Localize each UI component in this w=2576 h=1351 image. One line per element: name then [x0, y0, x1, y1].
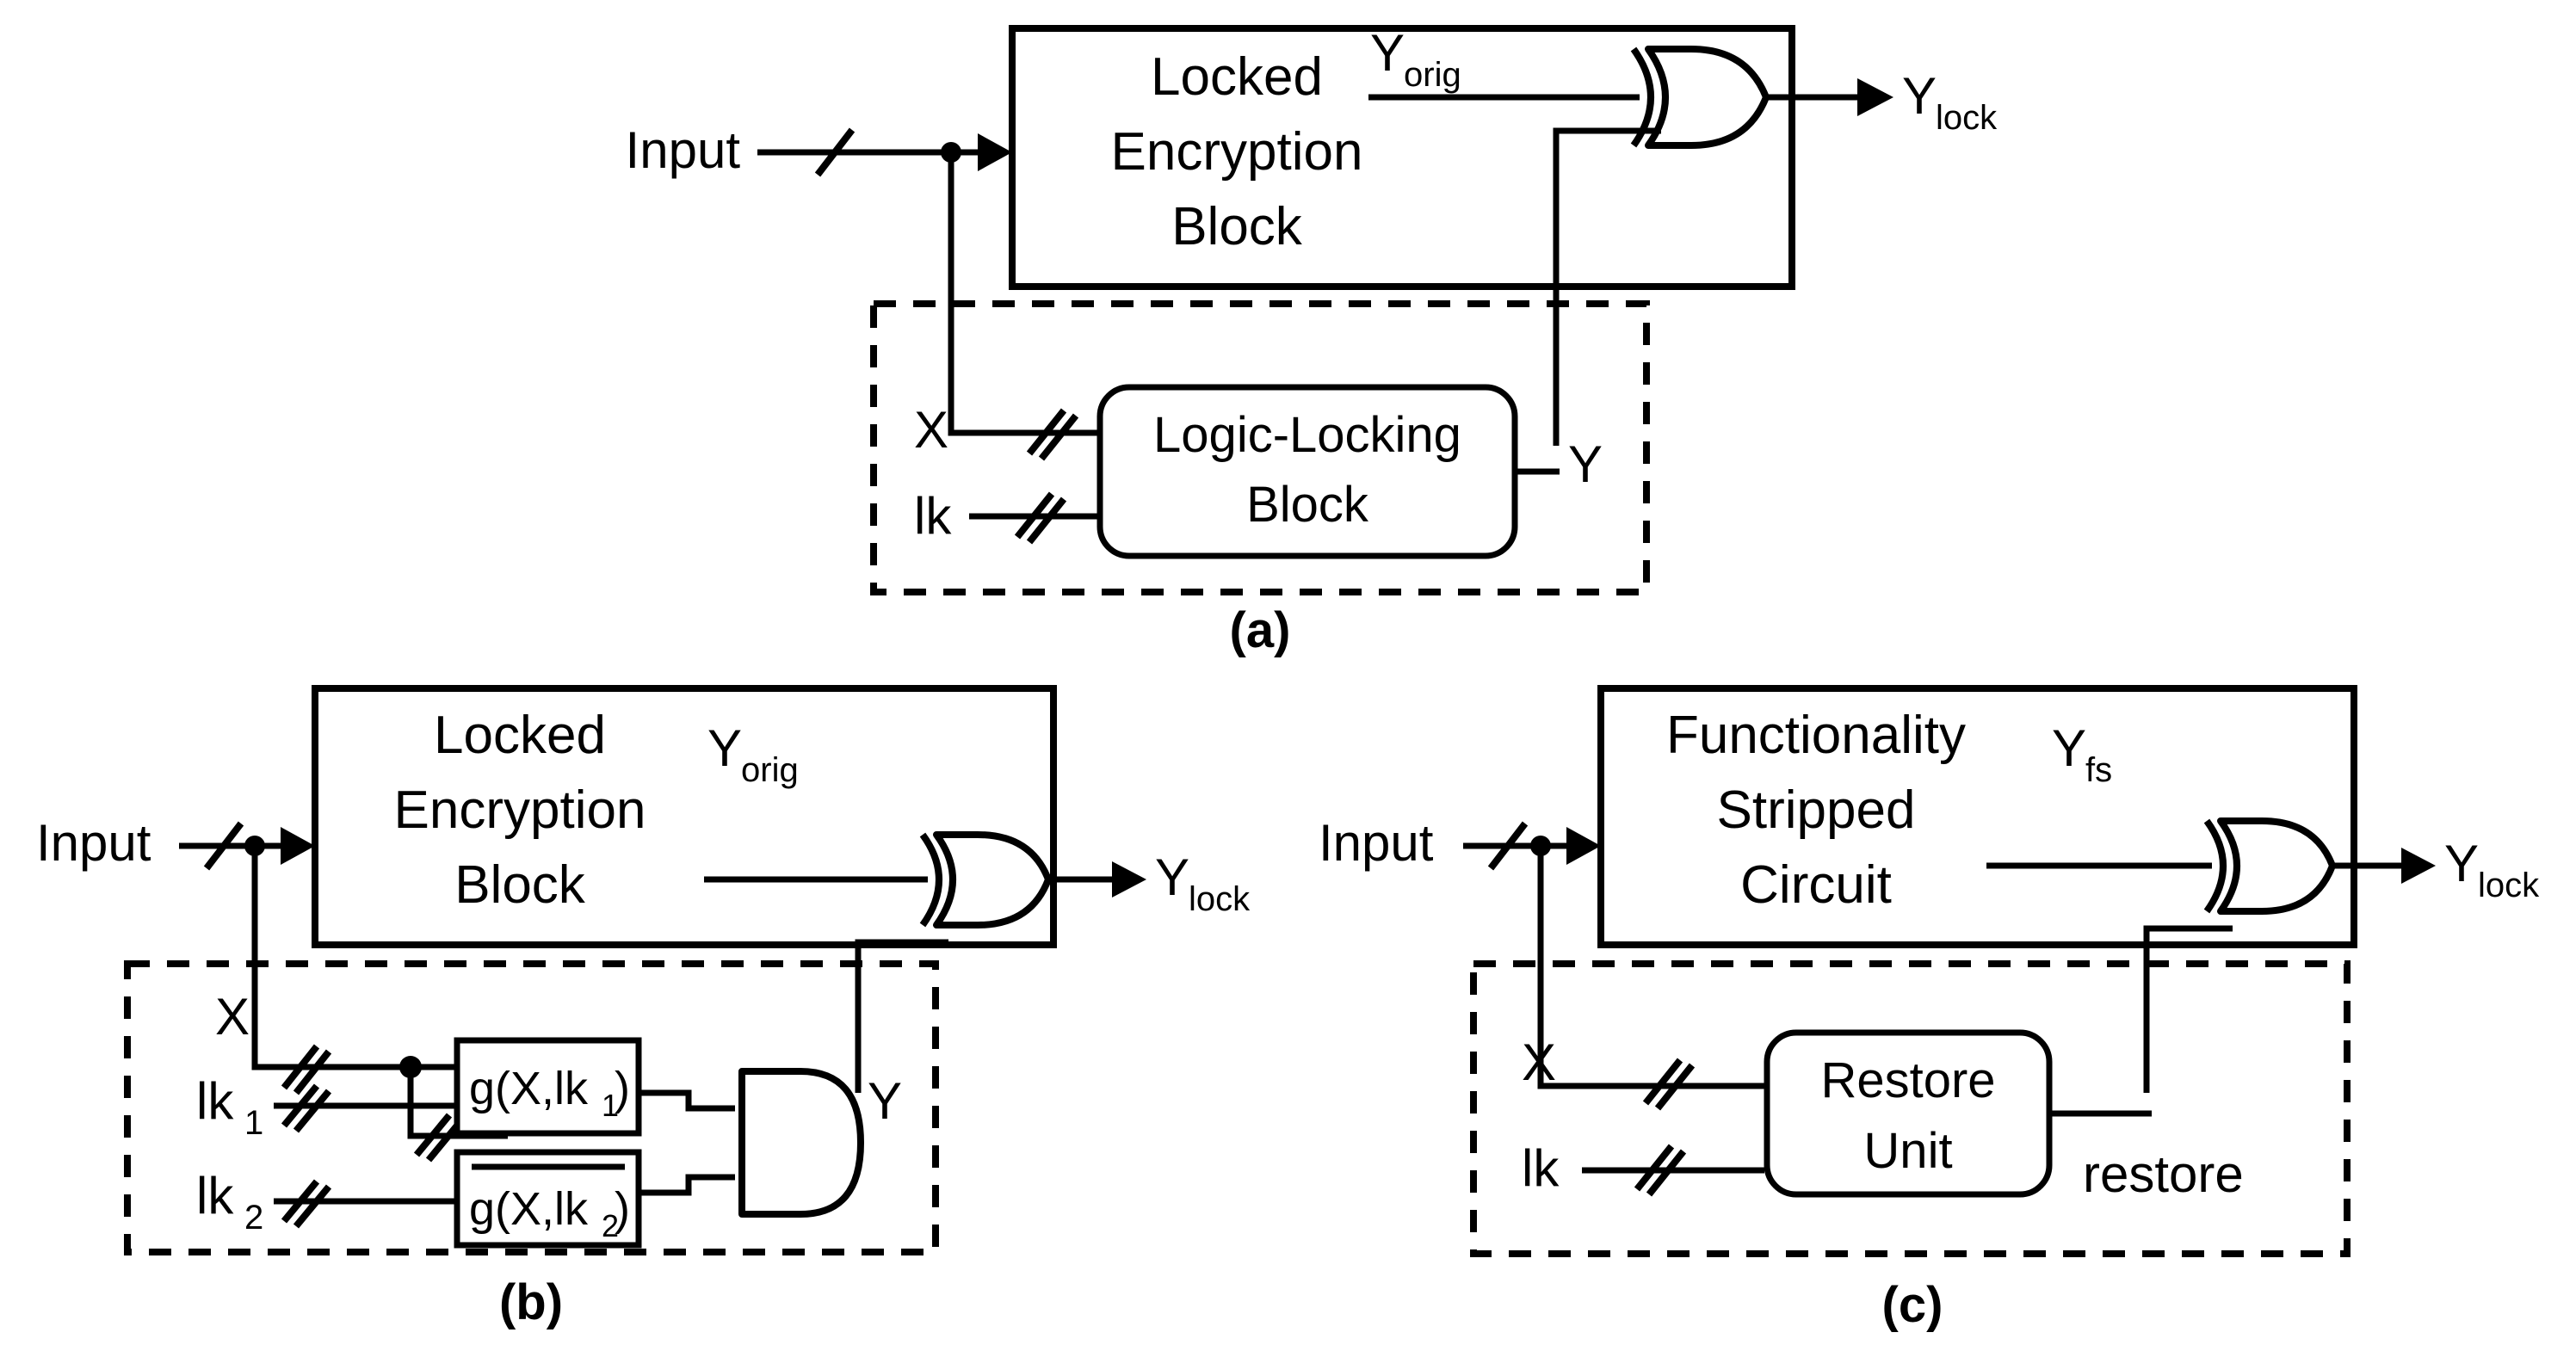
panel-b-xor-gate-input-arc: [919, 832, 942, 928]
panel-b-function-block-2-subscript: 2: [602, 1208, 619, 1243]
panel-c-yfs-label: Y: [2052, 719, 2086, 777]
panel-a-ylock-label: Y: [1902, 67, 1937, 125]
panel-b-lk2-bus-slash-icon-1: [281, 1179, 320, 1224]
panel-b-function-block-1-subscript: 1: [602, 1088, 619, 1123]
panel-b-lk1-bus-slash-icon-1: [281, 1083, 320, 1128]
panel-a-logic-locking-line-1: Logic-Locking: [1153, 407, 1461, 463]
panel-b-block-line-1: Locked: [434, 706, 606, 765]
panel-a-input-arrowhead-icon: [978, 133, 1012, 171]
panel-c-block-line-1: Functionality: [1666, 706, 1966, 765]
panel-b-function-block-2-label: g(X,lk: [469, 1183, 589, 1235]
panel-c-lk-label: lk: [1522, 1139, 1560, 1197]
panel-b-yorig-subscript: orig: [741, 751, 799, 789]
panel-b-x-branch-wire: [251, 846, 334, 1070]
panel-c-block-line-2: Stripped: [1717, 780, 1916, 840]
panel-b: Input Locked Encryption Block Y orig Y l…: [36, 685, 1251, 1330]
panel-c-ylock-subscript: lock: [2478, 867, 2540, 904]
panel-a-x-branch-wire: [948, 152, 1097, 436]
panel-b-lk1-bus-slash-icon-2: [293, 1089, 332, 1133]
panel-b-lk1-subscript: 1: [244, 1104, 263, 1142]
panel-a-x-bus-slash-icon-1: [1026, 408, 1067, 456]
panel-a-locking-region-dashed-box: [870, 300, 1650, 595]
panel-a-block-line-3: Block: [1171, 197, 1303, 256]
panel-c-lk-bus-slash-icon-1: [1634, 1144, 1675, 1192]
panel-b-function-block-2-tail: ): [615, 1183, 630, 1235]
panel-b-caption: (b): [499, 1274, 563, 1330]
panel-a-ylock-subscript: lock: [1936, 99, 1998, 137]
panel-c-x-bus-slash-icon-1: [1642, 1058, 1683, 1106]
panel-a-input-bus-slash-icon: [814, 127, 856, 177]
panel-a-caption: (a): [1230, 602, 1291, 658]
panel-a-lk-bus-slash-icon-2: [1026, 497, 1067, 545]
panel-a-logic-locking-line-2: Block: [1246, 477, 1369, 533]
panel-b-and-gate-body: [738, 1068, 864, 1218]
panel-c-caption: (c): [1882, 1277, 1943, 1333]
panel-b-output-arrowhead-icon: [1112, 861, 1146, 898]
panel-a-output-arrowhead-icon: [1857, 78, 1893, 116]
panel-b-ylock-subscript: lock: [1189, 880, 1251, 918]
panel-b-input-label: Input: [36, 814, 151, 872]
panel-a: Input Locked Encryption Block Y orig Y l…: [626, 24, 1998, 658]
panel-c-restore-region-dashed-box: [1470, 960, 2351, 1257]
panel-b-lk1-label: lk: [196, 1072, 234, 1130]
panel-c-ylock-label: Y: [2444, 835, 2479, 892]
panel-b-x-label: X: [215, 988, 250, 1046]
panel-a-y-feedback-wire: [1553, 127, 1661, 446]
panel-a-xor-gate-input-arc: [1630, 46, 1654, 148]
panel-b-input-arrowhead-icon: [281, 827, 315, 865]
panel-c-restore-unit-line-2: Unit: [1863, 1123, 1952, 1179]
panel-b-y-label: Y: [868, 1072, 902, 1130]
panel-b-xor-gate-body: [933, 831, 1052, 928]
panel-b-function-block-1-tail: ): [615, 1063, 630, 1114]
panel-c-x-label: X: [1522, 1033, 1556, 1091]
panel-a-block-line-2: Encryption: [1111, 122, 1363, 182]
panel-c-restore-feedback-wire: [2143, 925, 2233, 1093]
panel-b-function-block-1-label: g(X,lk: [469, 1063, 589, 1114]
panel-a-lk-label: lk: [914, 487, 952, 545]
panel-c: Input Functionality Stripped Circuit Y f…: [1319, 685, 2540, 1333]
panel-c-input-label: Input: [1319, 814, 1434, 872]
panel-c-yfs-subscript: fs: [2085, 751, 2112, 789]
panel-c-restore-unit-line-1: Restore: [1820, 1052, 1995, 1108]
panel-b-lk2-label: lk: [196, 1167, 234, 1225]
panel-c-lk-bus-slash-icon-2: [1646, 1149, 1687, 1197]
panel-b-g1-to-and-wire: [639, 1089, 735, 1112]
panel-c-xor-gate-body: [2217, 817, 2336, 915]
panel-a-yorig-subscript: orig: [1404, 56, 1461, 94]
panel-b-yorig-label: Y: [707, 719, 742, 777]
panel-a-locked-encryption-block-box: [1009, 25, 1795, 290]
panel-b-ylock-label: Y: [1155, 848, 1189, 906]
panel-a-block-line-1: Locked: [1151, 47, 1323, 107]
panel-c-functionality-stripped-circuit-box: [1597, 685, 2357, 948]
panel-c-output-arrowhead-icon: [2401, 848, 2436, 884]
panel-b-locking-region-dashed-box: [124, 960, 939, 1255]
panel-a-xor-gate-body: [1645, 46, 1770, 149]
panel-b-lk2-subscript: 2: [244, 1199, 263, 1237]
panel-b-input-bus-slash-icon: [203, 821, 244, 871]
panel-c-input-arrowhead-icon: [1566, 827, 1601, 865]
panel-b-lk2-bus-slash-icon-2: [293, 1184, 332, 1229]
panel-a-yorig-label: Y: [1370, 24, 1405, 82]
panel-c-block-line-3: Circuit: [1740, 855, 1892, 915]
panel-a-x-bus-slash-icon-2: [1038, 413, 1079, 461]
panel-b-g2-to-and-wire: [639, 1174, 735, 1196]
panel-c-input-bus-slash-icon: [1487, 821, 1529, 871]
panel-b-locked-encryption-block-box: [312, 685, 1057, 948]
panel-b-block-line-2: Encryption: [394, 780, 646, 840]
panel-a-x-label: X: [914, 401, 948, 459]
panel-c-x-branch-wire: [1537, 846, 1635, 1089]
panel-b-x2-bus-slash-icon-1: [413, 1113, 453, 1157]
panel-b-function-block-1-box: [454, 1037, 642, 1137]
panel-a-y-label: Y: [1568, 435, 1603, 493]
panel-c-xor-gate-input-arc: [2203, 818, 2227, 914]
panel-a-input-label: Input: [626, 121, 741, 179]
panel-b-x-bus-slash-icon-2: [293, 1049, 332, 1095]
panel-b-y-feedback-wire: [855, 939, 948, 1093]
panel-a-lk-bus-slash-icon-1: [1014, 491, 1055, 540]
panel-b-block-line-3: Block: [454, 855, 586, 915]
panel-b-x-bus-slash-icon-1: [281, 1044, 320, 1090]
panel-c-restore-label: restore: [2083, 1145, 2244, 1203]
